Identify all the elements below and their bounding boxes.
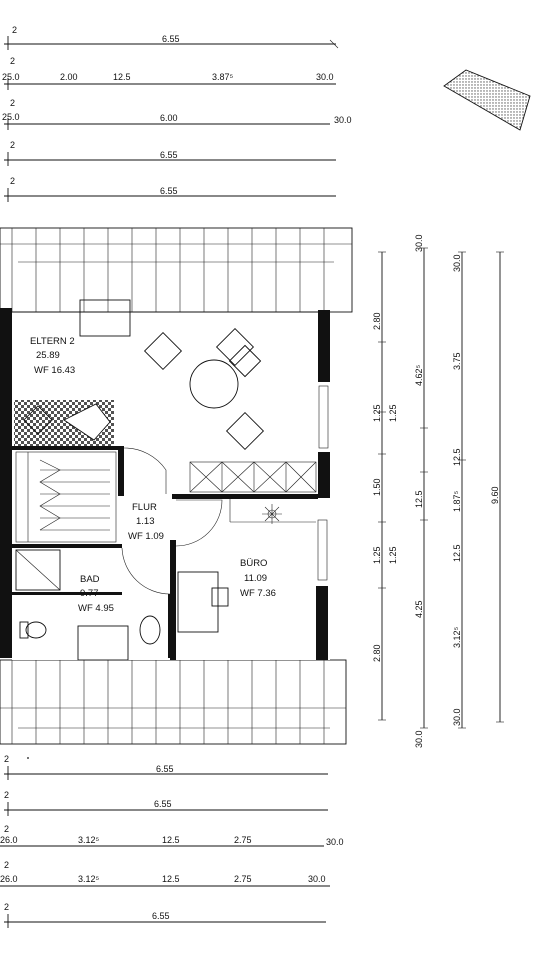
bottom-dimension-lines: 2 6.55 2 6.55 2 26.0 3.12⁵ 12.5 2.75 30.…	[0, 754, 344, 928]
room-bad-wf: WF 4.95	[78, 603, 114, 614]
right-dim-c2-4: 4.25	[414, 600, 424, 618]
bottom-dim-3-label-e: 30.0	[326, 837, 344, 847]
right-dim-c3-5: 12.5	[452, 544, 462, 562]
top-dim-2-mark: 2	[10, 56, 15, 66]
bottom-dim-4-mark: 2	[4, 860, 9, 870]
room-bad-name: BAD	[80, 574, 100, 585]
floor-plan: ELTERN 2 25.89 WF 16.43 FLUR 1.13 WF 1.0…	[0, 227, 353, 745]
right-dim-c3-3: 12.5	[452, 448, 462, 466]
right-dim-c3-2: 3.75	[452, 352, 462, 370]
room-eltern-wf: WF 16.43	[34, 365, 75, 376]
room-eltern-name: ELTERN 2	[30, 336, 75, 347]
bottom-dim-5-mark: 2	[4, 902, 9, 912]
top-dim-3-label-b: 6.00	[160, 113, 178, 123]
room-buero-name: BÜRO	[240, 558, 267, 569]
right-dim-c2-1: 30.0	[414, 234, 424, 252]
top-dim-3-mark: 2	[10, 98, 15, 108]
top-dim-2-label-b: 2.00	[60, 72, 78, 82]
room-flur-wf: WF 1.09	[128, 531, 164, 542]
top-dim-2-label-a: 25.0	[2, 72, 20, 82]
right-dim-c3-7: 30.0	[452, 708, 462, 726]
bottom-dim-3-label-a: 26.0	[0, 835, 18, 845]
north-arrow-icon	[443, 69, 531, 131]
right-dim-c1b-2: 1.25	[388, 546, 398, 564]
room-buero-area: 11.09	[244, 573, 267, 584]
room-buero-wf: WF 7.36	[240, 588, 276, 599]
right-dim-c2-5: 30.0	[414, 730, 424, 748]
top-dim-2-label-d: 3.87⁵	[212, 72, 234, 82]
top-dim-3-label-a: 25.0	[2, 112, 20, 122]
top-dimension-lines: 2 6.55 2 25.0 2.00 12.5 3.87⁵ 30.0 2 25.…	[2, 25, 352, 202]
right-dim-c2-3: 12.5	[414, 490, 424, 508]
right-dim-c1-2: 1.25	[372, 404, 382, 422]
bottom-dim-3-label-c: 12.5	[162, 835, 180, 845]
bottom-dim-4-label-b: 3.12⁵	[78, 874, 100, 884]
cabinet-row	[189, 461, 317, 493]
bottom-dim-3-mark: 2	[4, 824, 9, 834]
bottom-dim-2-mark: 2	[4, 790, 9, 800]
bottom-dim-3-label-d: 2.75	[234, 835, 252, 845]
staircase	[15, 451, 117, 543]
top-dim-5-mark: 2	[10, 176, 15, 186]
bottom-dim-5-label: 6.55	[152, 911, 170, 921]
bottom-dim-4-label-a: 26.0	[0, 874, 18, 884]
bottom-dim-4-label-e: 30.0	[308, 874, 326, 884]
right-dim-c1-1: 2.80	[372, 312, 382, 330]
bottom-dim-1-label: 6.55	[156, 764, 174, 774]
right-dim-c1b-1: 1.25	[388, 404, 398, 422]
bottom-dim-2-label: 6.55	[154, 799, 172, 809]
top-dim-1-label: 6.55	[162, 34, 180, 44]
top-dim-3-label-c: 30.0	[334, 115, 352, 125]
right-dim-c4-1: 9.60	[490, 486, 500, 504]
room-eltern-area: 25.89	[36, 350, 60, 361]
right-dim-c1-4: 1.25	[372, 546, 382, 564]
room-flur-name: FLUR	[132, 502, 157, 513]
top-dim-1-mark: 2	[12, 25, 17, 35]
bottom-dim-3-label-b: 3.12⁵	[78, 835, 100, 845]
top-dim-4-label: 6.55	[160, 150, 178, 160]
plant-icon	[262, 504, 282, 524]
room-flur-area: 1.13	[136, 516, 155, 527]
top-dim-5-label: 6.55	[160, 186, 178, 196]
bottom-dim-1-mark: 2	[4, 754, 9, 764]
bottom-dim-4-label-d: 2.75	[234, 874, 252, 884]
right-dim-c3-1: 30.0	[452, 254, 462, 272]
right-dimension-lines: 2.80 1.25 1.50 1.25 2.80 1.25 1.25 30.0 …	[372, 234, 504, 748]
right-dim-c3-6: 3.12⁵	[452, 626, 462, 648]
top-dim-4-mark: 2	[10, 140, 15, 150]
right-dim-c2-2: 4.62⁵	[414, 364, 424, 386]
right-dim-c1-5: 2.80	[372, 644, 382, 662]
top-dim-2-label-c: 12.5	[113, 72, 131, 82]
bottom-dim-4-label-c: 12.5	[162, 874, 180, 884]
top-dim-2-label-e: 30.0	[316, 72, 334, 82]
right-dim-c3-4: 1.87⁵	[452, 490, 462, 512]
room-bad-area: 9.77	[80, 588, 99, 599]
right-dim-c1-3: 1.50	[372, 478, 382, 496]
